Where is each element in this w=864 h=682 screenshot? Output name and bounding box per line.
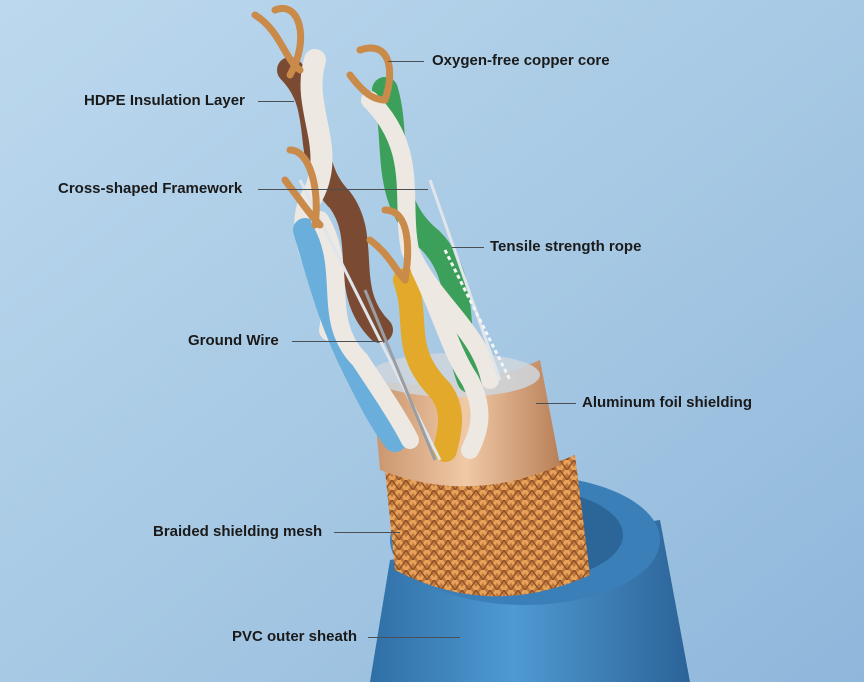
leader-line-braid xyxy=(334,532,400,533)
leader-line-tensile xyxy=(452,247,484,248)
label-pvc-outer-sheath: PVC outer sheath xyxy=(232,628,358,645)
copper-cores xyxy=(251,4,412,284)
label-oxygen-free-copper-core: Oxygen-free copper core xyxy=(432,52,610,69)
leader-line-framework xyxy=(258,189,428,190)
leader-line-ground xyxy=(292,341,382,342)
leader-line-pvc xyxy=(368,637,460,638)
label-aluminum-foil-shielding: Aluminum foil shielding xyxy=(582,394,752,411)
label-braided-shielding-mesh: Braided shielding mesh xyxy=(153,523,323,540)
leader-line-copper-core xyxy=(388,61,424,62)
leader-line-foil xyxy=(536,403,576,404)
leader-line-hdpe xyxy=(258,101,294,102)
braided-mesh-shape xyxy=(385,455,590,597)
label-tensile-strength-rope: Tensile strength rope xyxy=(490,238,642,255)
label-cross-shaped-framework: Cross-shaped Framework xyxy=(58,180,243,197)
label-hdpe-insulation-layer: HDPE Insulation Layer xyxy=(84,92,245,109)
label-ground-wire: Ground Wire xyxy=(188,332,279,349)
